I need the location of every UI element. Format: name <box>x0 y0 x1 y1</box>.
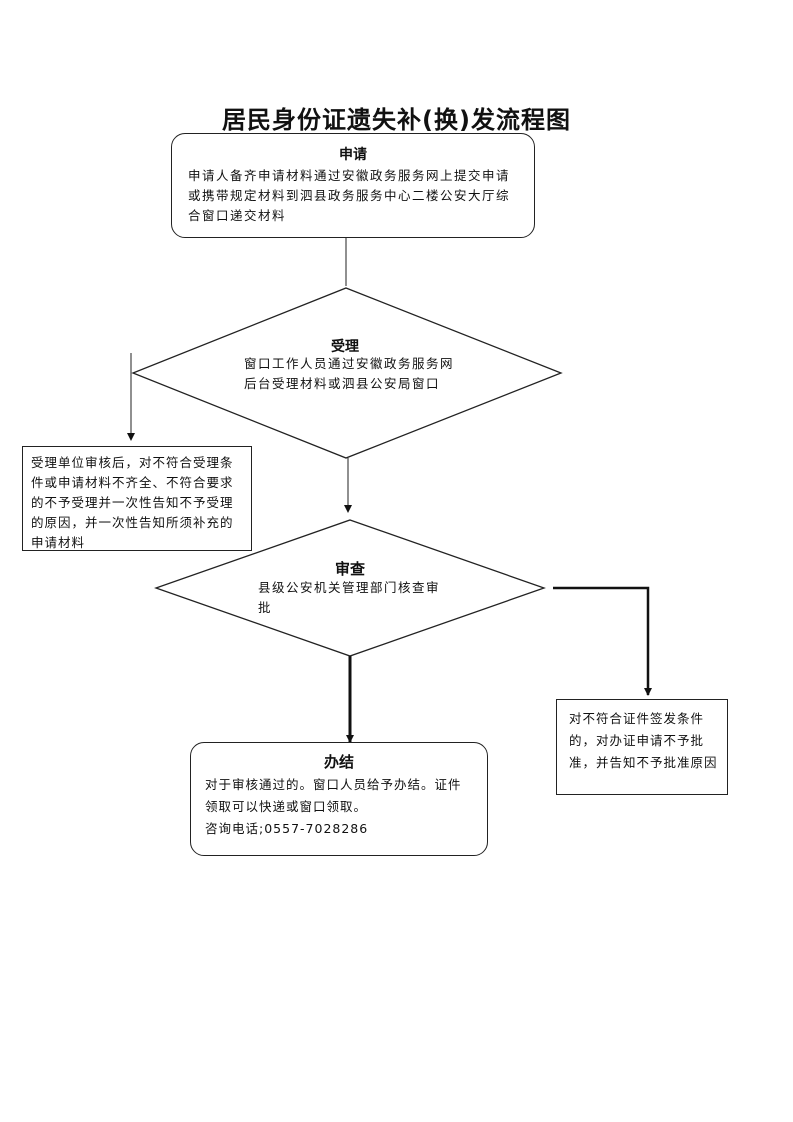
accept-title: 受理 <box>331 339 359 355</box>
reject-accept-box: 受理单位审核后，对不符合受理条件或申请材料不齐全、不符合要求的不予受理并一次性告… <box>22 446 252 551</box>
complete-line2: 咨询电话;0557-7028286 <box>205 821 369 836</box>
accept-diamond <box>131 287 563 459</box>
apply-text: 申请人备齐申请材料通过安徽政务服务网上提交申请或携带规定材料到泗县政务服务中心二… <box>188 168 511 223</box>
apply-box: 申请 申请人备齐申请材料通过安徽政务服务网上提交申请或携带规定材料到泗县政务服务… <box>171 133 535 238</box>
accept-text: 窗口工作人员通过安徽政务服务网后台受理材料或泗县公安局窗口 <box>244 356 455 391</box>
reject-review-text: 对不符合证件签发条件的，对办证申请不予批准，并告知不予批准原因 <box>569 711 718 770</box>
apply-title: 申请 <box>339 147 367 163</box>
connector-review-reject <box>553 586 652 696</box>
review-text: 县级公安机关管理部门核查审批 <box>258 580 441 615</box>
reject-review-box: 对不符合证件签发条件的，对办证申请不予批准，并告知不予批准原因 <box>556 699 728 795</box>
review-title: 审查 <box>334 560 365 578</box>
reject-accept-text: 受理单位审核后，对不符合受理条件或申请材料不齐全、不符合要求的不予受理并一次性告… <box>31 455 234 550</box>
page-title: 居民身份证遗失补(换)发流程图 <box>222 106 571 134</box>
complete-title: 办结 <box>323 753 354 771</box>
complete-line1: 对于审核通过的。窗口人员给予办结。证件领取可以快递或窗口领取。 <box>205 777 462 814</box>
complete-box: 办结 对于审核通过的。窗口人员给予办结。证件领取可以快递或窗口领取。 咨询电话;… <box>190 742 488 856</box>
